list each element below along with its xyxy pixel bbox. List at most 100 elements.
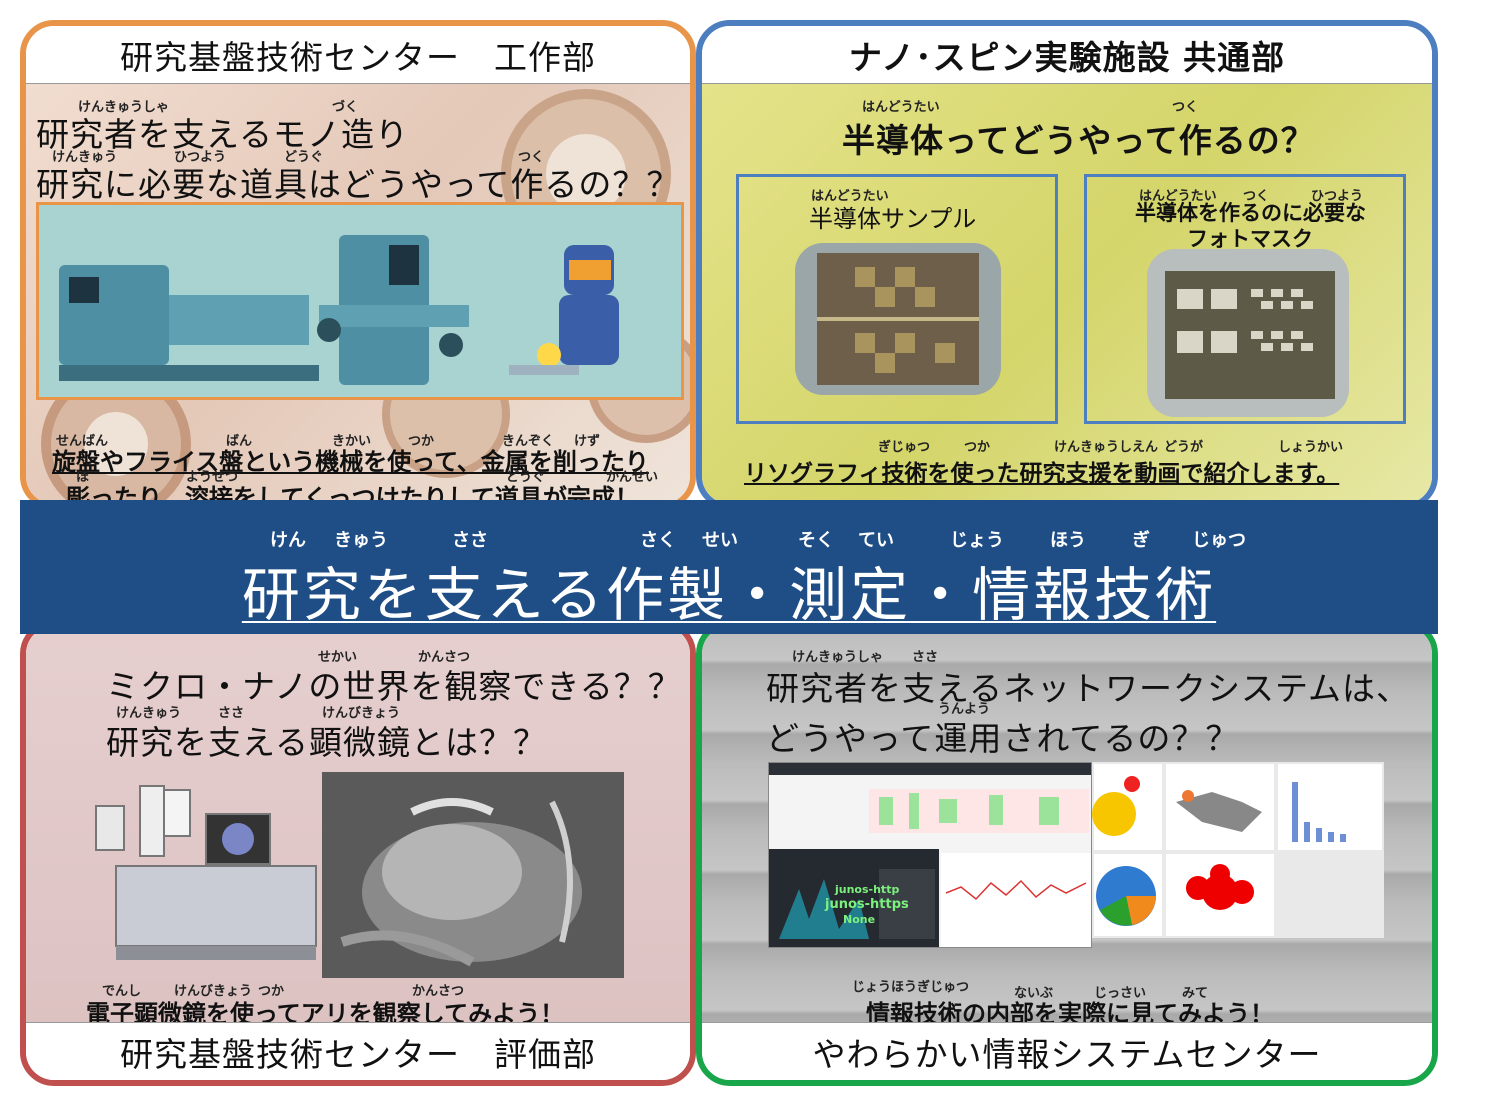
ruby: つく: [1172, 100, 1199, 115]
dashboard-text: None: [843, 913, 876, 926]
ruby: ぎじゅつ: [878, 440, 931, 455]
ruby: けんびきょう: [322, 706, 401, 721]
traffic-panel: junos-http junos-https None: [769, 849, 939, 947]
panel-header: ナノ･スピン実験施設 共通部: [702, 26, 1432, 84]
ruby: さく: [640, 530, 676, 551]
ruby: けんきゅうしゃ: [792, 650, 884, 665]
ruby: てい: [858, 530, 894, 551]
electron-microscope-illustration: [95, 785, 317, 960]
photomask-photo: [1147, 249, 1349, 417]
ruby: じゅつ: [1192, 530, 1246, 551]
dashboard-text: junos-https: [825, 897, 909, 912]
ruby: でんし: [102, 984, 142, 999]
ruby: つく: [1243, 189, 1270, 204]
panel-evaluation: せかい かんさつ ミクロ・ナノの世界を観察できる？？ けんきゅう ささ けんびき…: [20, 620, 696, 1086]
sample-box: はんどうたい 半導体サンプル: [736, 174, 1058, 424]
ruby: かんさつ: [418, 650, 471, 665]
ruby: つか: [408, 434, 435, 449]
sample-label: 半導体サンプル: [809, 205, 977, 233]
ruby: きゅう: [334, 530, 388, 551]
ruby: つか: [258, 984, 285, 999]
ruby: どうぐ: [506, 470, 546, 485]
panel-background-photo: はんどうたい つく 半導体ってどうやって作るの？ はんどうたい 半導体サンプル: [702, 84, 1432, 504]
panel-information-systems: けんきゅうしゃ ささ 研究者を支えるネットワークシステムは、 うんよう どうやっ…: [696, 620, 1438, 1086]
ruby: けず: [574, 434, 601, 449]
heatmap-table-image: [869, 789, 1089, 833]
ruby: ひつよう: [1311, 189, 1364, 204]
ruby: そく: [798, 530, 834, 551]
ruby: かんせい: [606, 470, 659, 485]
ruby: けんきゅうしゃ: [78, 100, 170, 115]
ruby: ささ: [452, 530, 488, 551]
ruby: ひつよう: [174, 150, 227, 165]
ruby: ようせつ: [186, 470, 239, 485]
ruby: けんびきょう: [174, 984, 253, 999]
ruby: ほう: [1050, 530, 1086, 551]
title-banner: けん きゅう ささ さく せい そく てい じょう ほう ぎ じゅつ 研究を支え…: [20, 500, 1438, 634]
ruby: づく: [332, 100, 359, 115]
ruby: きんぞく: [502, 434, 555, 449]
panel-nano-spin: ナノ･スピン実験施設 共通部 はんどうたい つく 半導体ってどうやって作るの？ …: [696, 20, 1438, 510]
analytics-charts: [1092, 762, 1384, 938]
caption-line-1: 旋盤やフライス盤という機械を使って、金属を削ったり: [52, 448, 649, 476]
ruby: ぎ: [1132, 530, 1150, 551]
ruby: じょうほうぎじゅつ: [852, 980, 970, 995]
ruby: どうぐ: [284, 150, 324, 165]
ruby: ほ: [76, 470, 90, 485]
ruby: けん: [270, 530, 306, 551]
panel-header: 研究基盤技術センター 工作部: [26, 26, 690, 84]
ruby: うんよう: [938, 702, 991, 717]
ruby: けんきゅう: [52, 150, 118, 165]
panel-footer: やわらかい情報システムセンター: [702, 1022, 1432, 1080]
ruby: せかい: [318, 650, 358, 665]
ruby: ないぶ: [1014, 986, 1054, 1001]
semiconductor-sample-photo: [795, 243, 1001, 395]
line-chart-panel: [941, 853, 1091, 947]
panel-background-photo: けんきゅうしゃ づく 研究者を支えるモノ造り けんきゅう ひつよう どうぐ つく…: [26, 84, 690, 504]
panel-background-photo: けんきゅうしゃ ささ 研究者を支えるネットワークシステムは、 うんよう どうやっ…: [702, 626, 1432, 1028]
ruby: せんばん: [56, 434, 109, 449]
ant-sem-image: [322, 772, 624, 978]
ruby: つく: [518, 150, 545, 165]
panel-footer: 研究基盤技術センター 評価部: [26, 1022, 690, 1080]
photomask-box: はんどうたい つく ひつよう 半導体を作るのに必要な フォトマスク: [1084, 174, 1406, 424]
ruby: はんどうたい: [862, 100, 940, 115]
network-dashboard-screenshot: junos-http junos-https None: [768, 762, 1092, 948]
ruby: じょう: [950, 530, 1004, 551]
ruby: つか: [964, 440, 991, 455]
ruby: ささ: [218, 706, 245, 721]
headline-line-2: どうやって運用されてるの？？: [766, 719, 1240, 758]
headline-line-1: 研究者を支えるモノ造り: [36, 115, 410, 154]
headline-line-1: ミクロ・ナノの世界を観察できる？？: [106, 667, 682, 706]
ruby: かんさつ: [412, 984, 465, 999]
caption: リソグラフィ技術を使った研究支援を動画で紹介します。: [744, 461, 1340, 487]
ruby: せい: [702, 530, 738, 551]
main-title: 研究を支える作製・測定・情報技術: [241, 561, 1217, 629]
caption-line-2: 彫ったり、溶接をしてくっつけたりして道具が完成！: [66, 484, 639, 510]
headline-line-2: 研究を支える顕微鏡とは？？: [106, 723, 548, 762]
ruby: けんきゅう: [116, 706, 182, 721]
photomask-label-2: フォトマスク: [1187, 227, 1313, 251]
headline-line-2: 研究に必要な道具はどうやって作るの？？: [36, 165, 681, 204]
lathe-milling-welder-illustration: [59, 235, 619, 385]
analytics-charts-image: [1092, 764, 1382, 936]
ruby: はんどうたい: [1139, 189, 1217, 204]
machines-illustration: [36, 202, 684, 400]
dashboard-text: junos-http: [835, 883, 900, 896]
photomask-label-1: 半導体を作るのに必要な: [1135, 201, 1366, 225]
ruby: ばん: [226, 434, 253, 449]
panel-background-photo: せかい かんさつ ミクロ・ナノの世界を観察できる？？ けんきゅう ささ けんびき…: [26, 626, 690, 1028]
ruby: きかい: [332, 434, 372, 449]
panel-machine-shop: 研究基盤技術センター 工作部 けんきゅうしゃ づく 研究者を支えるモノ造り けん…: [20, 20, 696, 510]
ruby: はんどうたい: [811, 189, 889, 204]
ruby: どうが: [1164, 440, 1204, 455]
ant-sem-photo: [322, 772, 624, 978]
headline-line-1: 研究者を支えるネットワークシステムは、: [766, 669, 1411, 708]
headline: 半導体ってどうやって作るの？: [842, 121, 1315, 160]
ruby: けんきゅうしえん: [1054, 440, 1159, 455]
ruby: じっさい: [1094, 986, 1147, 1001]
photomask-pattern: [1165, 271, 1335, 399]
wafer-pattern: [817, 253, 979, 385]
ruby: ささ: [912, 650, 939, 665]
ruby: みて: [1182, 986, 1209, 1001]
